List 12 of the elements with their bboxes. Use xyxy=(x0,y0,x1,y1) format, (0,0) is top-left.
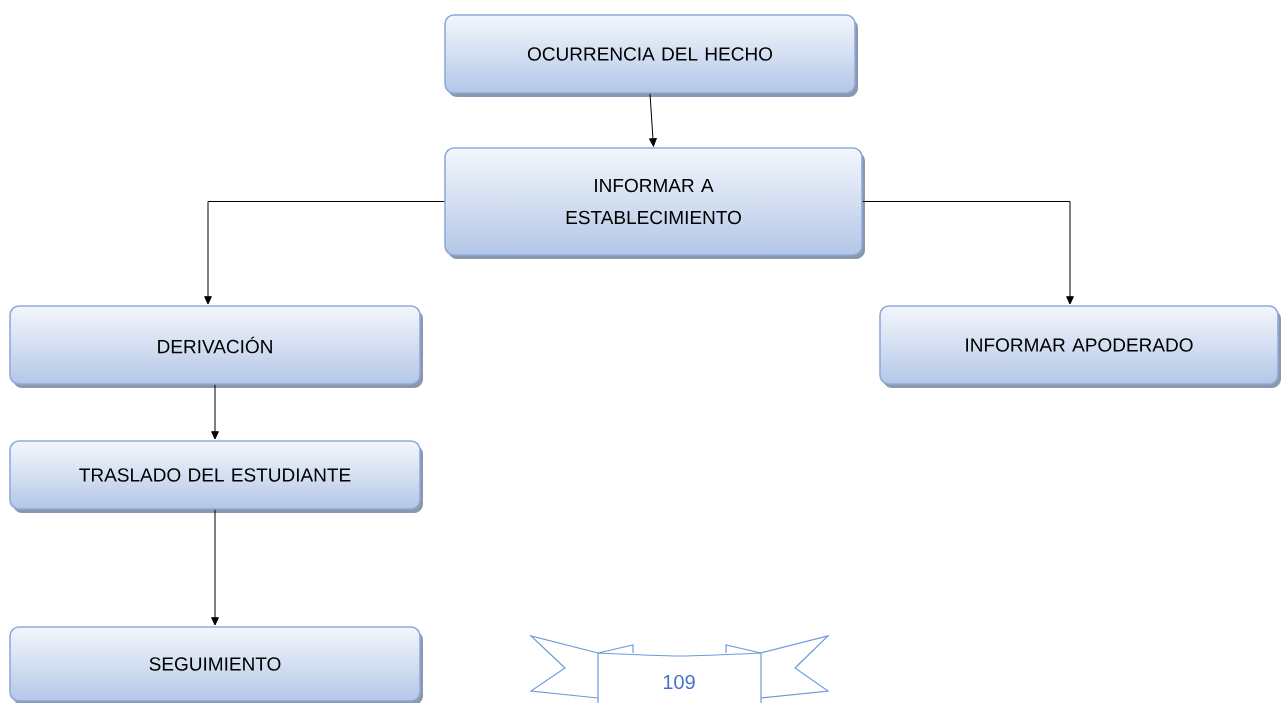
page-number-ribbon: 109 xyxy=(530,635,829,703)
arrow xyxy=(649,93,657,147)
arrow xyxy=(862,201,1074,305)
process-box: SEGUIMIENTO xyxy=(9,626,423,703)
process-box: OCURRENCIA DEL HECHO xyxy=(444,14,858,97)
arrow xyxy=(211,509,219,626)
process-box: INFORMAR A ESTABLECIMIENTO xyxy=(444,147,865,259)
arrow xyxy=(211,384,219,440)
arrow xyxy=(204,201,445,305)
process-box: DERIVACIÓN xyxy=(9,305,423,388)
process-box: INFORMAR APODERADO xyxy=(879,305,1281,388)
process-box: TRASLADO DEL ESTUDIANTE xyxy=(9,440,423,513)
